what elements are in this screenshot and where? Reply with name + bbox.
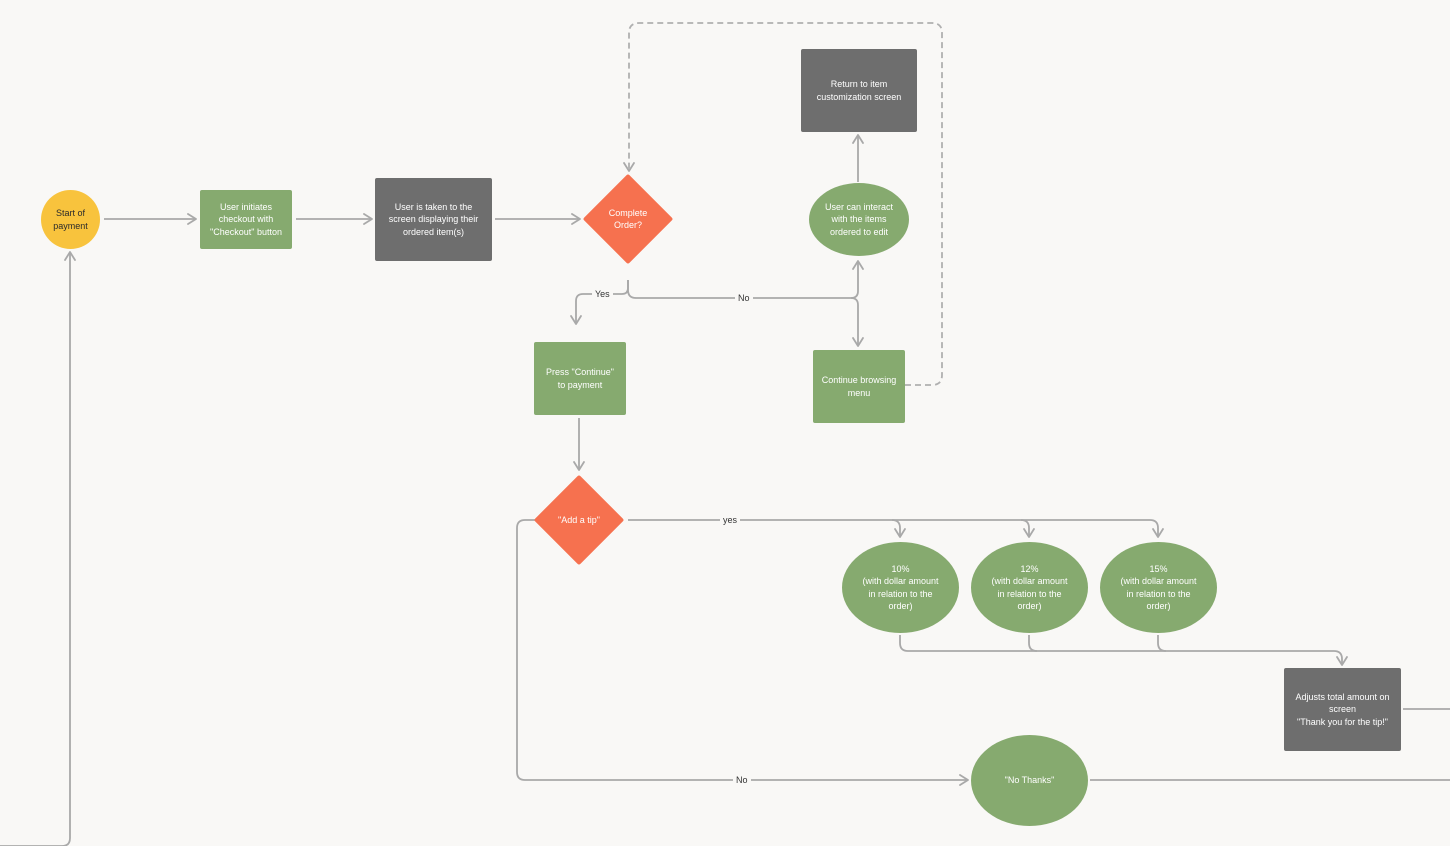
- press-continue-node[interactable]: Press "Continue" to payment: [534, 342, 626, 415]
- edge-tip12-merge: [1028, 635, 1038, 652]
- edge-loop-start: [0, 251, 76, 846]
- adjusts-total-node[interactable]: Adjusts total amount on screen "Thank yo…: [1284, 668, 1401, 751]
- edge-tips-merge: [899, 635, 1348, 666]
- tip-10-node[interactable]: 10% (with dollar amount in relation to t…: [842, 542, 959, 633]
- edge-continue-loop-dashed: [623, 22, 943, 386]
- edge-label-tip-yes: yes: [720, 515, 741, 526]
- edge-tip-yes: [628, 519, 1164, 538]
- tip-15-node[interactable]: 15% (with dollar amount in relation to t…: [1100, 542, 1217, 633]
- edge-complete-yes: [570, 280, 629, 325]
- edge-label-yes: Yes: [592, 289, 613, 300]
- edge-tip-no: [516, 519, 969, 786]
- edge-no-to-continue: [850, 297, 864, 347]
- edge-label-tip-no: No: [733, 775, 751, 786]
- edge-tip-yes-10: [891, 519, 906, 538]
- interact-items-node[interactable]: User can interact with the items ordered…: [809, 183, 909, 256]
- tip-12-node[interactable]: 12% (with dollar amount in relation to t…: [971, 542, 1088, 633]
- initiate-checkout-node[interactable]: User initiates checkout with "Checkout" …: [200, 190, 292, 249]
- edge-tip15-merge: [1157, 635, 1167, 652]
- continue-browsing-node[interactable]: Continue browsing menu: [813, 350, 905, 423]
- edge-label-no: No: [735, 293, 753, 304]
- start-node[interactable]: Start of payment: [41, 190, 100, 249]
- edge-tip-yes-12: [1020, 519, 1035, 538]
- no-thanks-node[interactable]: "No Thanks": [971, 735, 1088, 826]
- return-item-customization-node[interactable]: Return to item customization screen: [801, 49, 917, 132]
- ordered-items-screen-node[interactable]: User is taken to the screen displaying t…: [375, 178, 492, 261]
- complete-order-label: Complete Order?: [608, 207, 648, 231]
- add-tip-label: "Add a tip": [558, 514, 600, 525]
